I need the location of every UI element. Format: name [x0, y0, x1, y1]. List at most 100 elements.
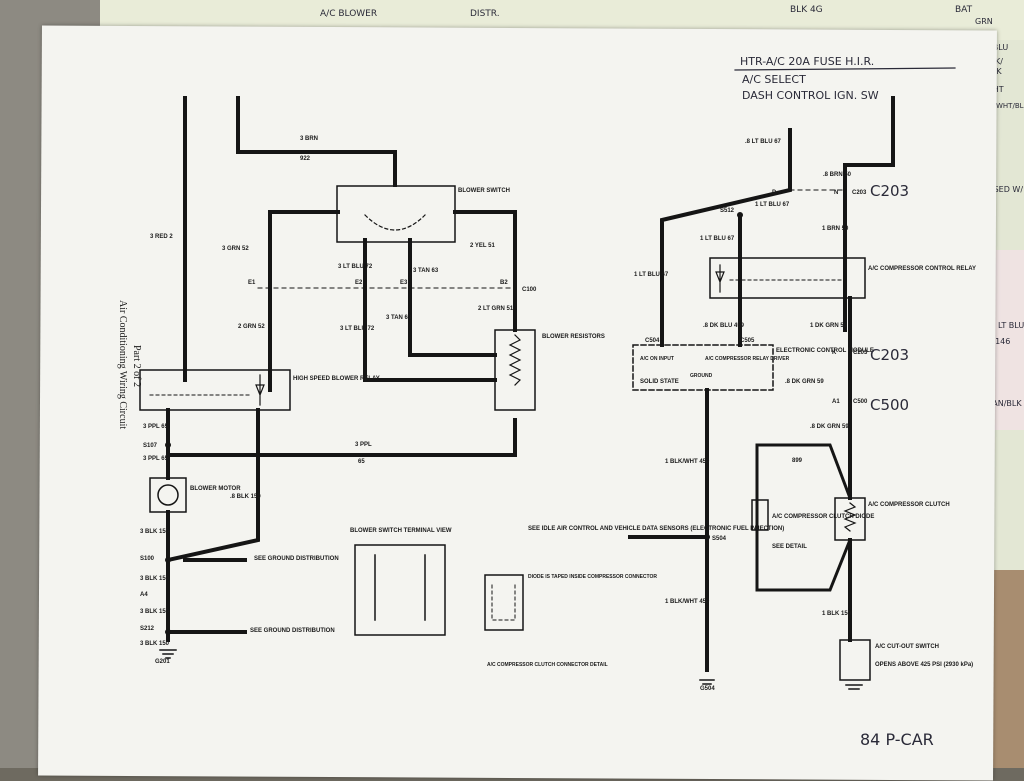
handwritten-footer: 84 P-CAR	[860, 730, 934, 749]
e3-label: E3	[400, 280, 408, 286]
relay-coil	[255, 374, 265, 406]
opens-above-label: OPENS ABOVE 425 PSI (2930 kPa)	[875, 662, 973, 668]
dkgrn-59-label: 1 DK GRN 59	[810, 323, 848, 329]
ltgrn-wire-label: 2 LT GRN 51	[478, 306, 514, 312]
c504-label: C504	[645, 338, 660, 344]
ltblu-67-label: .8 LT BLU 67	[745, 139, 782, 145]
brn-wire-label: 3 BRN	[300, 136, 318, 142]
purple-wire-65	[166, 418, 517, 457]
d-label: D	[772, 190, 777, 196]
terminal-view-label: BLOWER SWITCH TERMINAL VIEW	[350, 528, 452, 534]
ground-g201-symbol	[159, 649, 177, 659]
ground-dist-2-label: SEE GROUND DISTRIBUTION	[250, 628, 335, 634]
splice-s100	[165, 557, 171, 563]
blower-switch-label: BLOWER SWITCH	[458, 188, 510, 194]
green-wire-52	[268, 210, 340, 392]
top-sheet-label: A/C BLOWER	[320, 9, 377, 19]
c100-label: C100	[522, 287, 537, 293]
see-detail-label: SEE DETAIL	[772, 544, 807, 550]
e2-label: E2	[355, 280, 363, 286]
ground-g504-symbol	[699, 679, 715, 685]
brn-wire-num: 922	[300, 156, 311, 162]
blower-resistors-label: BLOWER RESISTORS	[542, 334, 605, 340]
blkwht-450b-label: 1 BLK/WHT 450	[665, 599, 710, 605]
e1-label: E1	[248, 280, 256, 286]
brown-wire	[236, 96, 397, 187]
compressor-relay-coil	[715, 264, 725, 293]
right-sheet-label: TAN/BLK	[987, 399, 1022, 408]
ecm-box	[632, 344, 774, 391]
cutout-switch-box	[839, 639, 871, 681]
yellow-wire-51	[453, 210, 517, 332]
a4-label: A4	[140, 592, 148, 598]
dkgrn-59b-label: .8 DK GRN 59	[785, 379, 824, 385]
comp-relay-label: A/C COMPRESSOR CONTROL RELAY	[868, 266, 976, 272]
blk-150-b-label: 3 BLK 150	[140, 529, 170, 535]
ltblu-wire-label: 3 LT BLU 72	[338, 264, 373, 270]
handwriting-underline	[734, 67, 956, 71]
resistor-zigzag	[508, 334, 522, 386]
diode-note-label: DIODE IS TAPED INSIDE COMPRESSOR CONNECT…	[528, 574, 657, 580]
yel-wire-label: 2 YEL 51	[470, 243, 495, 249]
clutch-connector-detail	[484, 574, 524, 631]
right-sheet-label: WHT/BLK	[996, 102, 1024, 110]
right-sheet-label: LT BLU	[998, 321, 1024, 330]
blk-899-label: 899	[792, 458, 803, 464]
blk-150-c-label: 3 BLK 150	[140, 576, 170, 582]
ground-label: GROUND	[690, 373, 713, 379]
blower-switch-box	[336, 185, 456, 243]
handwritten-c203-mid: C203	[870, 346, 909, 364]
blower-resistor-box	[494, 329, 536, 411]
ac-on-label: A/C ON INPUT	[640, 356, 674, 362]
top-sheet-label: GRN	[975, 17, 993, 26]
grn-wire2-label: 2 GRN 52	[238, 324, 265, 330]
dkblu-459-label: .8 DK BLU 459	[703, 323, 745, 329]
g201-label: G201	[155, 659, 170, 665]
handwritten-fuse: HTR-A/C 20A FUSE H.I.R.	[740, 55, 874, 68]
clutch-diode-box	[751, 499, 769, 531]
ecm-label: ELECTRONIC CONTROL MODULE	[776, 348, 874, 354]
table-corner	[990, 570, 1024, 768]
ac-relay-drv-label: A/C COMPRESSOR RELAY DRIVER	[705, 356, 790, 362]
diagram-subtitle: Part 2 of 2	[131, 345, 142, 387]
c203b-label: C203	[853, 350, 868, 356]
s107-label: S107	[143, 443, 158, 449]
clutch-coil	[843, 502, 857, 532]
ltblu-67d-label: 1 LT BLU 67	[634, 272, 669, 278]
blk-150-right-label: 1 BLK 150	[822, 611, 852, 617]
ppl-num-label: 65	[358, 459, 365, 465]
s212-label: S212	[140, 626, 155, 632]
handwritten-c203-top: C203	[870, 182, 909, 200]
cutout-switch-label: A/C CUT-OUT SWITCH	[875, 644, 939, 650]
blower-motor-label: BLOWER MOTOR	[190, 486, 241, 492]
compressor-clutch-box	[834, 497, 866, 541]
right-sheet-label: S146	[990, 337, 1010, 346]
k-label: K	[832, 350, 837, 356]
ltblu-67c-label: 1 LT BLU 67	[700, 236, 735, 242]
ppl-main-label: 3 PPL	[355, 442, 372, 448]
s504-label: S504	[712, 536, 727, 542]
ltblu-wire-67	[660, 128, 792, 347]
ground-cutout-symbol	[845, 684, 863, 690]
a1-label: A1	[832, 399, 840, 405]
clutch-diode-label: A/C COMPRESSOR CLUTCH DIODE	[772, 514, 874, 520]
splice-s512	[737, 212, 743, 218]
c500-connector-label: C500	[853, 399, 868, 405]
tan-wire-label: 3 TAN 63	[413, 268, 439, 274]
splice-s212	[165, 629, 171, 635]
tan-wire2-label: 3 TAN 63	[386, 315, 412, 321]
top-sheet-label: DISTR.	[470, 9, 500, 19]
c203-connector-label: C203	[852, 190, 867, 196]
splice-s107	[165, 442, 171, 448]
handwritten-dash: DASH CONTROL IGN. SW	[742, 89, 879, 102]
tan-wire-63	[408, 238, 497, 357]
ltblu-wire-72	[363, 238, 497, 382]
idle-note-label: SEE IDLE AIR CONTROL AND VEHICLE DATA SE…	[528, 526, 784, 532]
ltblu-67b-label: 1 LT BLU 67	[755, 202, 790, 208]
s512-label: S512	[720, 208, 735, 214]
blower-motor-symbol	[157, 484, 179, 506]
blower-switch-terminal-view	[354, 544, 446, 636]
b2-label: B2	[500, 280, 508, 286]
compressor-relay-box	[709, 257, 866, 299]
